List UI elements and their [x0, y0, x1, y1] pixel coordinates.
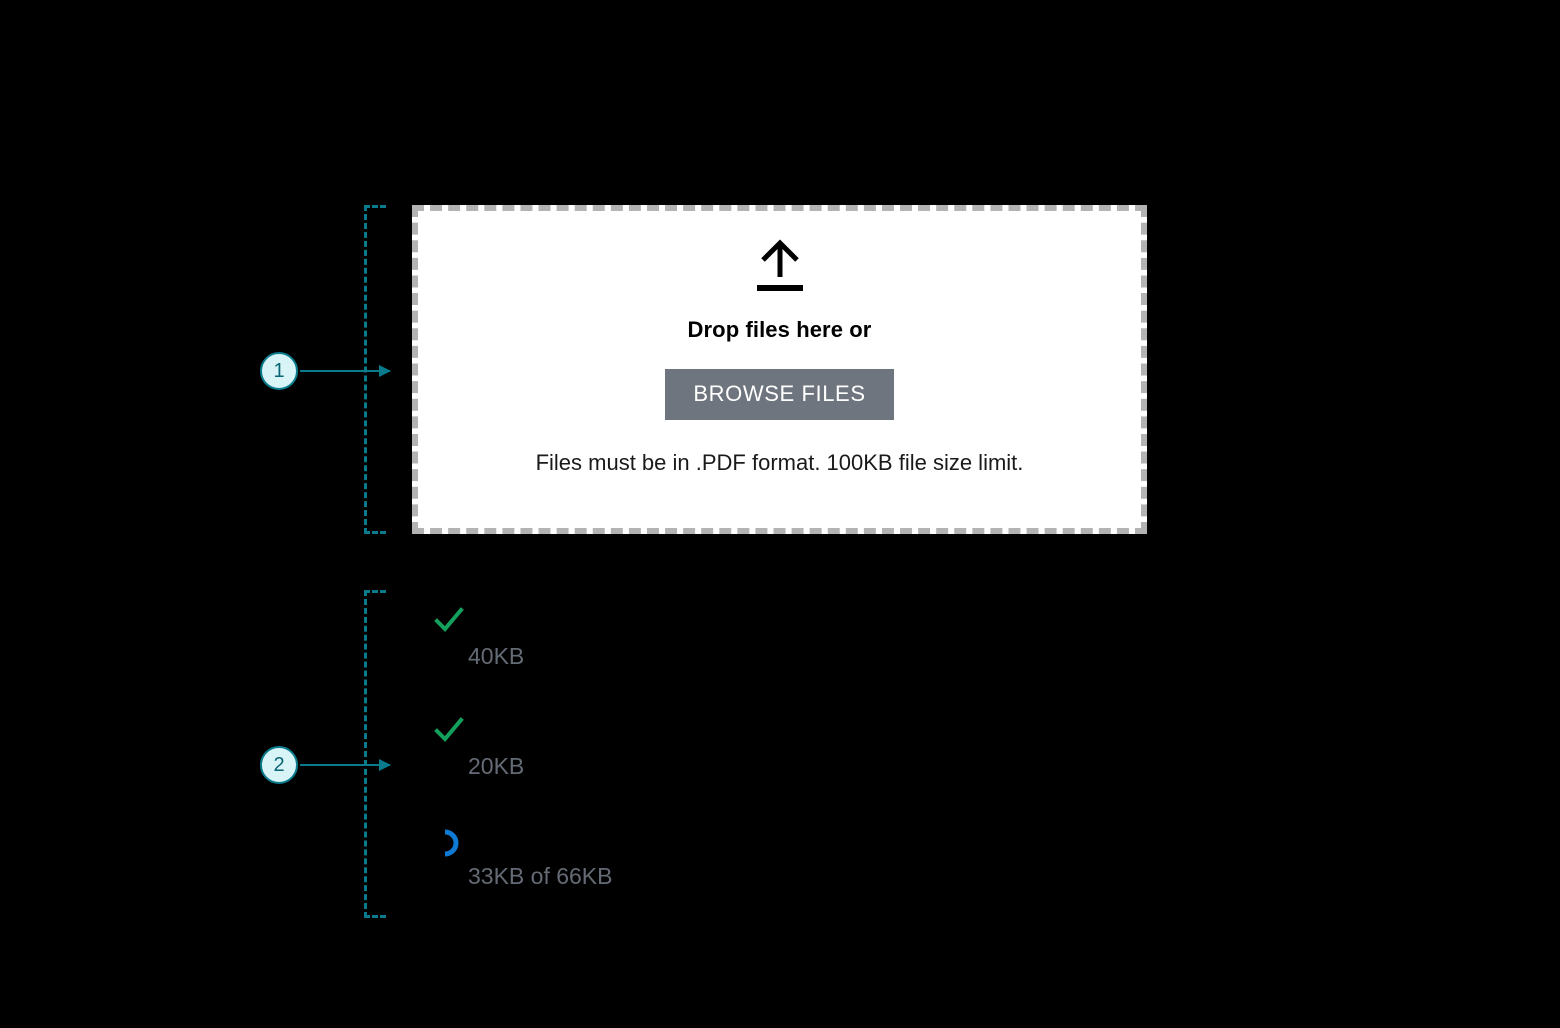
uploaded-file-list: 40KB 20KB 33KB of 66KB	[412, 595, 1147, 925]
callout-marker-1[interactable]: 1	[260, 350, 391, 392]
file-size-label: 20KB	[468, 753, 525, 779]
callout-number-badge: 2	[260, 746, 298, 784]
region-bracket-file-list	[364, 590, 386, 918]
spinner-icon	[444, 829, 459, 857]
bracket-stub-top	[364, 205, 386, 208]
callout-number-label: 2	[273, 754, 285, 776]
upload-arrow-icon	[756, 239, 803, 291]
callout-number-label: 1	[273, 360, 285, 382]
file-size-label: 40KB	[468, 643, 525, 669]
bracket-stub-bottom	[364, 531, 386, 534]
file-progress-label: 33KB of 66KB	[468, 863, 613, 889]
check-icon	[434, 607, 464, 632]
file-list-item[interactable]: 20KB	[412, 705, 1147, 815]
file-dropzone[interactable]: Drop files here or BROWSE FILES Files mu…	[412, 205, 1147, 534]
callout-arrow-icon	[300, 365, 391, 377]
callout-arrow-icon	[300, 759, 391, 771]
dropzone-title: Drop files here or	[687, 317, 872, 342]
callout-number-badge: 1	[260, 352, 298, 390]
check-icon	[434, 717, 464, 742]
file-list-item[interactable]: 33KB of 66KB	[412, 815, 1147, 925]
file-list-item[interactable]: 40KB	[412, 595, 1147, 705]
region-bracket-dropzone	[364, 205, 386, 534]
bracket-stub-top	[364, 590, 386, 593]
callout-marker-2[interactable]: 2	[260, 744, 391, 786]
bracket-stub-bottom	[364, 915, 386, 918]
browse-files-button[interactable]: BROWSE FILES	[665, 369, 894, 420]
dropzone-hint-text: Files must be in .PDF format. 100KB file…	[535, 450, 1024, 475]
